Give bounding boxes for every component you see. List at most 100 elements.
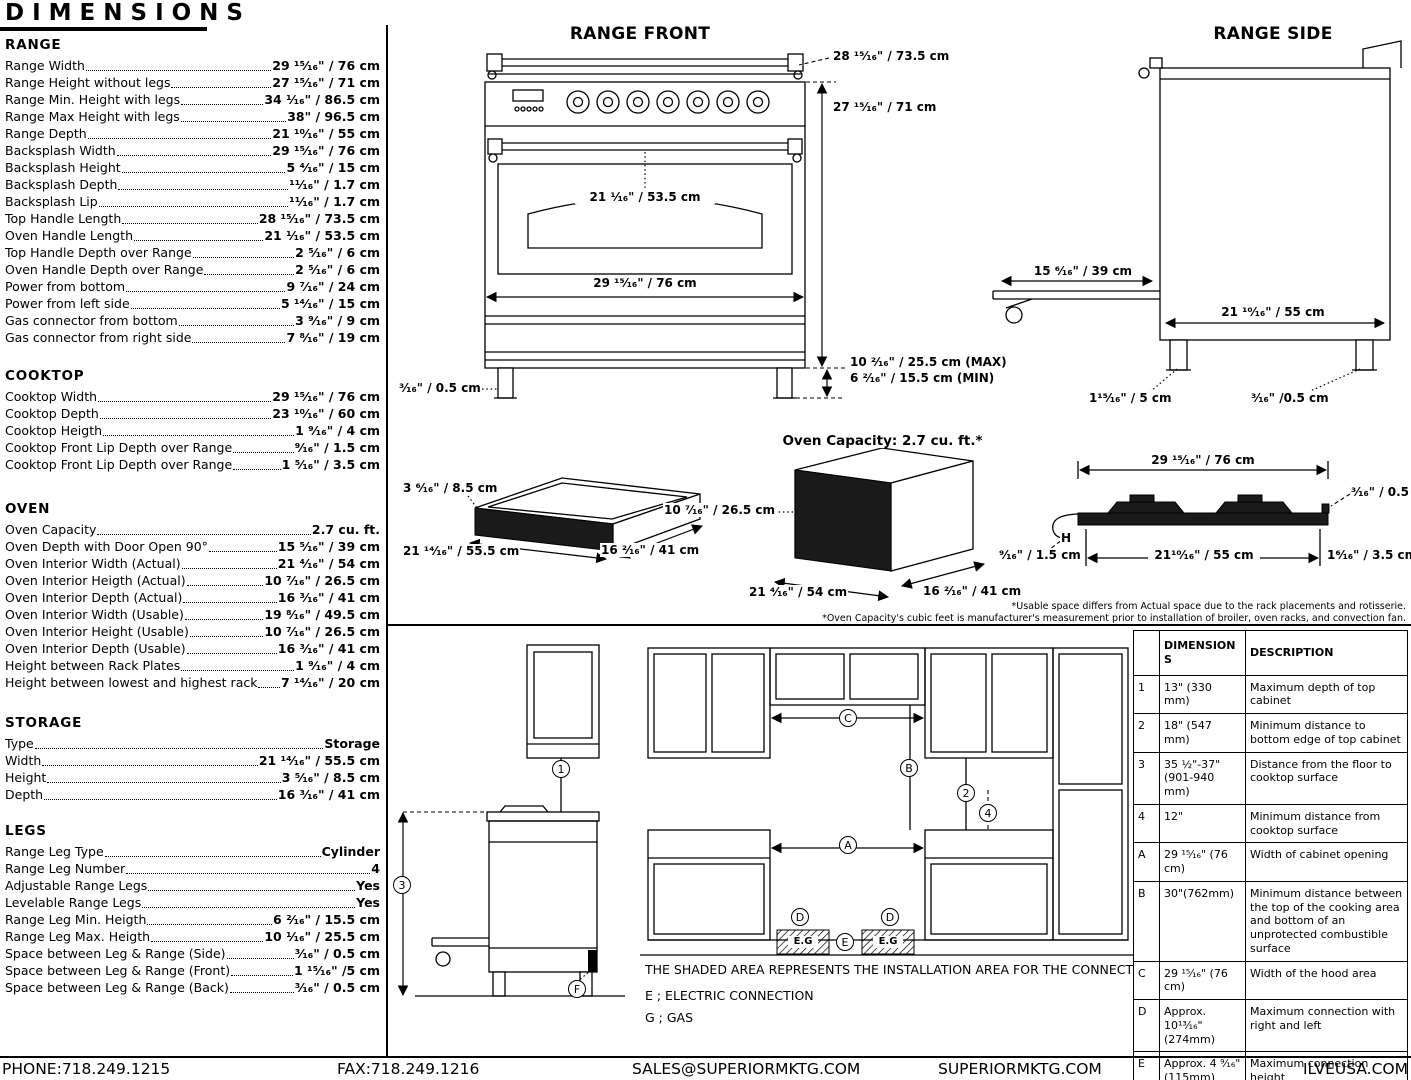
table-row: 2 18" (547 mm) Minimum distance to botto… [1133,713,1408,753]
range-side-drawing [992,40,1402,393]
spec-label: Range Height without legs [5,75,171,90]
range-front-drawing [482,53,845,399]
dim-storage-width: 21 ¹⁴⁄₁₆" / 55.5 cm [402,544,521,558]
table-body: 1 13" (330 mm) Maximum depth of top cabi… [1133,674,1408,1080]
spec-label: Oven Interior Depth (Actual) [5,590,183,605]
leader-dots [229,992,294,993]
table-header-row: DIMENSIONS DESCRIPTION [1133,630,1408,676]
spec-rows: Cooktop Width 29 ¹⁵⁄₁₆" / 76 cm Cooktop … [5,388,380,473]
spec-row: Space between Leg & Range (Side) ³⁄₁₆" /… [5,945,380,962]
cell-description: Minimum distance from cooktop surface [1245,803,1408,844]
spec-row: Cooktop Front Lip Depth over Range ⁹⁄₁₆"… [5,439,380,456]
page-title: DIMENSIONS [5,0,251,26]
leader-dots [97,534,311,535]
leader-dots [98,401,272,402]
spec-row: Oven Interior Heigth (Actual) 10 ⁷⁄₁₆" /… [5,572,380,589]
spec-row: Height between lowest and highest rack 7… [5,674,380,691]
table-row: 1 13" (330 mm) Maximum depth of top cabi… [1133,674,1408,714]
spec-row: Cooktop Depth 23 ¹⁰⁄₁₆" / 60 cm [5,405,380,422]
leader-dots [192,257,295,258]
spec-value: 23 ¹⁰⁄₁₆" / 60 cm [272,406,380,421]
cell-num: 3 [1133,751,1160,805]
section-title: LEGS [5,823,47,839]
cell-dimension: Approx. 10¹³⁄₁₆" (274mm) [1159,998,1246,1053]
spec-label: Oven Interior Width (Actual) [5,556,181,571]
spec-value: 29 ¹⁵⁄₁₆" / 76 cm [272,58,380,73]
leader-dots [147,924,273,925]
leader-dots [103,435,295,436]
install-side-drawing [397,644,625,997]
spec-row: Oven Capacity 2.7 cu. ft. [5,521,380,538]
shaded-area-label-1: E.G [788,936,818,948]
horizontal-divider [386,624,1411,626]
spec-label: Range Min. Height with legs [5,92,181,107]
section-title: COOKTOP [5,368,85,384]
leader-dots [181,104,264,105]
table-row: B 30"(762mm) Minimum distance between th… [1133,880,1408,962]
spec-label: Gas connector from right side [5,330,192,345]
leader-dots [180,121,287,122]
spec-value: 3 ⁵⁄₁₆" / 8.5 cm [281,770,380,785]
cell-num: A [1133,842,1160,882]
install-marker-c: C [839,709,857,727]
leader-dots [85,70,272,71]
spec-row: Cooktop Width 29 ¹⁵⁄₁₆" / 76 cm [5,388,380,405]
title-underline [0,27,207,31]
spec-row: Oven Interior Height (Usable) 10 ⁷⁄₁₆" /… [5,623,380,640]
cell-dimension: 29 ¹⁵⁄₁₆" (76 cm) [1159,960,1246,1000]
spec-row: Depth 16 ³⁄₁₆" / 41 cm [5,786,380,803]
spec-row: Oven Interior Depth (Actual) 16 ³⁄₁₆" / … [5,589,380,606]
footer-fax: FAX:718.249.1216 [337,1060,480,1078]
spec-value: ⁹⁄₁₆" / 1.5 cm [294,440,380,455]
spec-value: 16 ³⁄₁₆" / 41 cm [277,590,380,605]
leader-dots [189,636,264,637]
leader-dots [226,958,294,959]
dim-oven-height: 10 ⁷⁄₁₆" / 26.5 cm [663,503,777,517]
leader-dots [121,172,286,173]
spec-section-oven: OVEN Oven Capacity 2.7 cu. ft. Oven Dept… [5,501,380,691]
spec-value: 5 ¹⁴⁄₁₆" / 15 cm [281,296,380,311]
spec-value: ³⁄₁₆" / 0.5 cm [294,946,380,961]
spec-value: 21 ¹⁴⁄₁₆" / 55.5 cm [258,753,380,768]
header-description: DESCRIPTION [1245,630,1408,676]
spec-section-cooktop: COOKTOP Cooktop Width 29 ¹⁵⁄₁₆" / 76 cm … [5,368,380,473]
spec-value: 38" / 96.5 cm [287,109,380,124]
spec-value: 10 ⁷⁄₁₆" / 26.5 cm [264,624,380,639]
leader-dots [104,856,321,857]
spec-label: Oven Capacity [5,522,97,537]
spec-value: 15 ⁵⁄₁₆" / 39 cm [277,539,380,554]
installation-note: THE SHADED AREA REPRESENTS THE INSTALLAT… [645,962,1169,977]
dim-oven-width: 21 ⁴⁄₁₆" / 54 cm [748,585,849,599]
spec-row: Height 3 ⁵⁄₁₆" / 8.5 cm [5,769,380,786]
spec-row: Range Depth 21 ¹⁰⁄₁₆" / 55 cm [5,125,380,142]
spec-label: Cooktop Front Lip Depth over Range [5,440,233,455]
spec-row: Adjustable Range Legs Yes [5,877,380,894]
spec-label: Levelable Range Legs [5,895,142,910]
leader-dots [186,585,264,586]
spec-label: Cooktop Front Lip Depth over Range [5,457,233,472]
leader-dots [233,452,294,453]
dim-range-front-width: 29 ¹⁵⁄₁₆" / 76 cm [575,276,715,290]
leader-dots [142,907,356,908]
leader-dots [122,223,258,224]
dim-storage-depth: 16 ²⁄₁₆" / 41 cm [600,543,701,557]
spec-row: Cooktop Front Lip Depth over Range 1 ⁵⁄₁… [5,456,380,473]
section-title: STORAGE [5,715,83,731]
install-front-drawing [640,647,1135,956]
leader-dots [192,342,286,343]
leader-dots [87,138,272,139]
leader-dots [171,87,272,88]
spec-row: Range Height without legs 27 ¹⁵⁄₁₆" / 71… [5,74,380,91]
leader-dots [184,619,264,620]
cell-description: Width of the hood area [1245,960,1408,1000]
spec-value: 4 [371,861,380,876]
spec-label: Oven Interior Heigth (Actual) [5,573,186,588]
spec-label: Space between Leg & Range (Front) [5,963,231,978]
leader-dots [233,469,281,470]
cell-num: 2 [1133,713,1160,753]
dim-cooktop-front-lip: ⁹⁄₁₆" / 1.5 cm [998,548,1082,562]
spec-label: Oven Interior Height (Usable) [5,624,189,639]
leader-dots [130,308,280,309]
cell-description: Distance from the floor to cooktop surfa… [1245,751,1408,805]
footer-brand-site: ILVEUSA.COM [1302,1060,1408,1078]
